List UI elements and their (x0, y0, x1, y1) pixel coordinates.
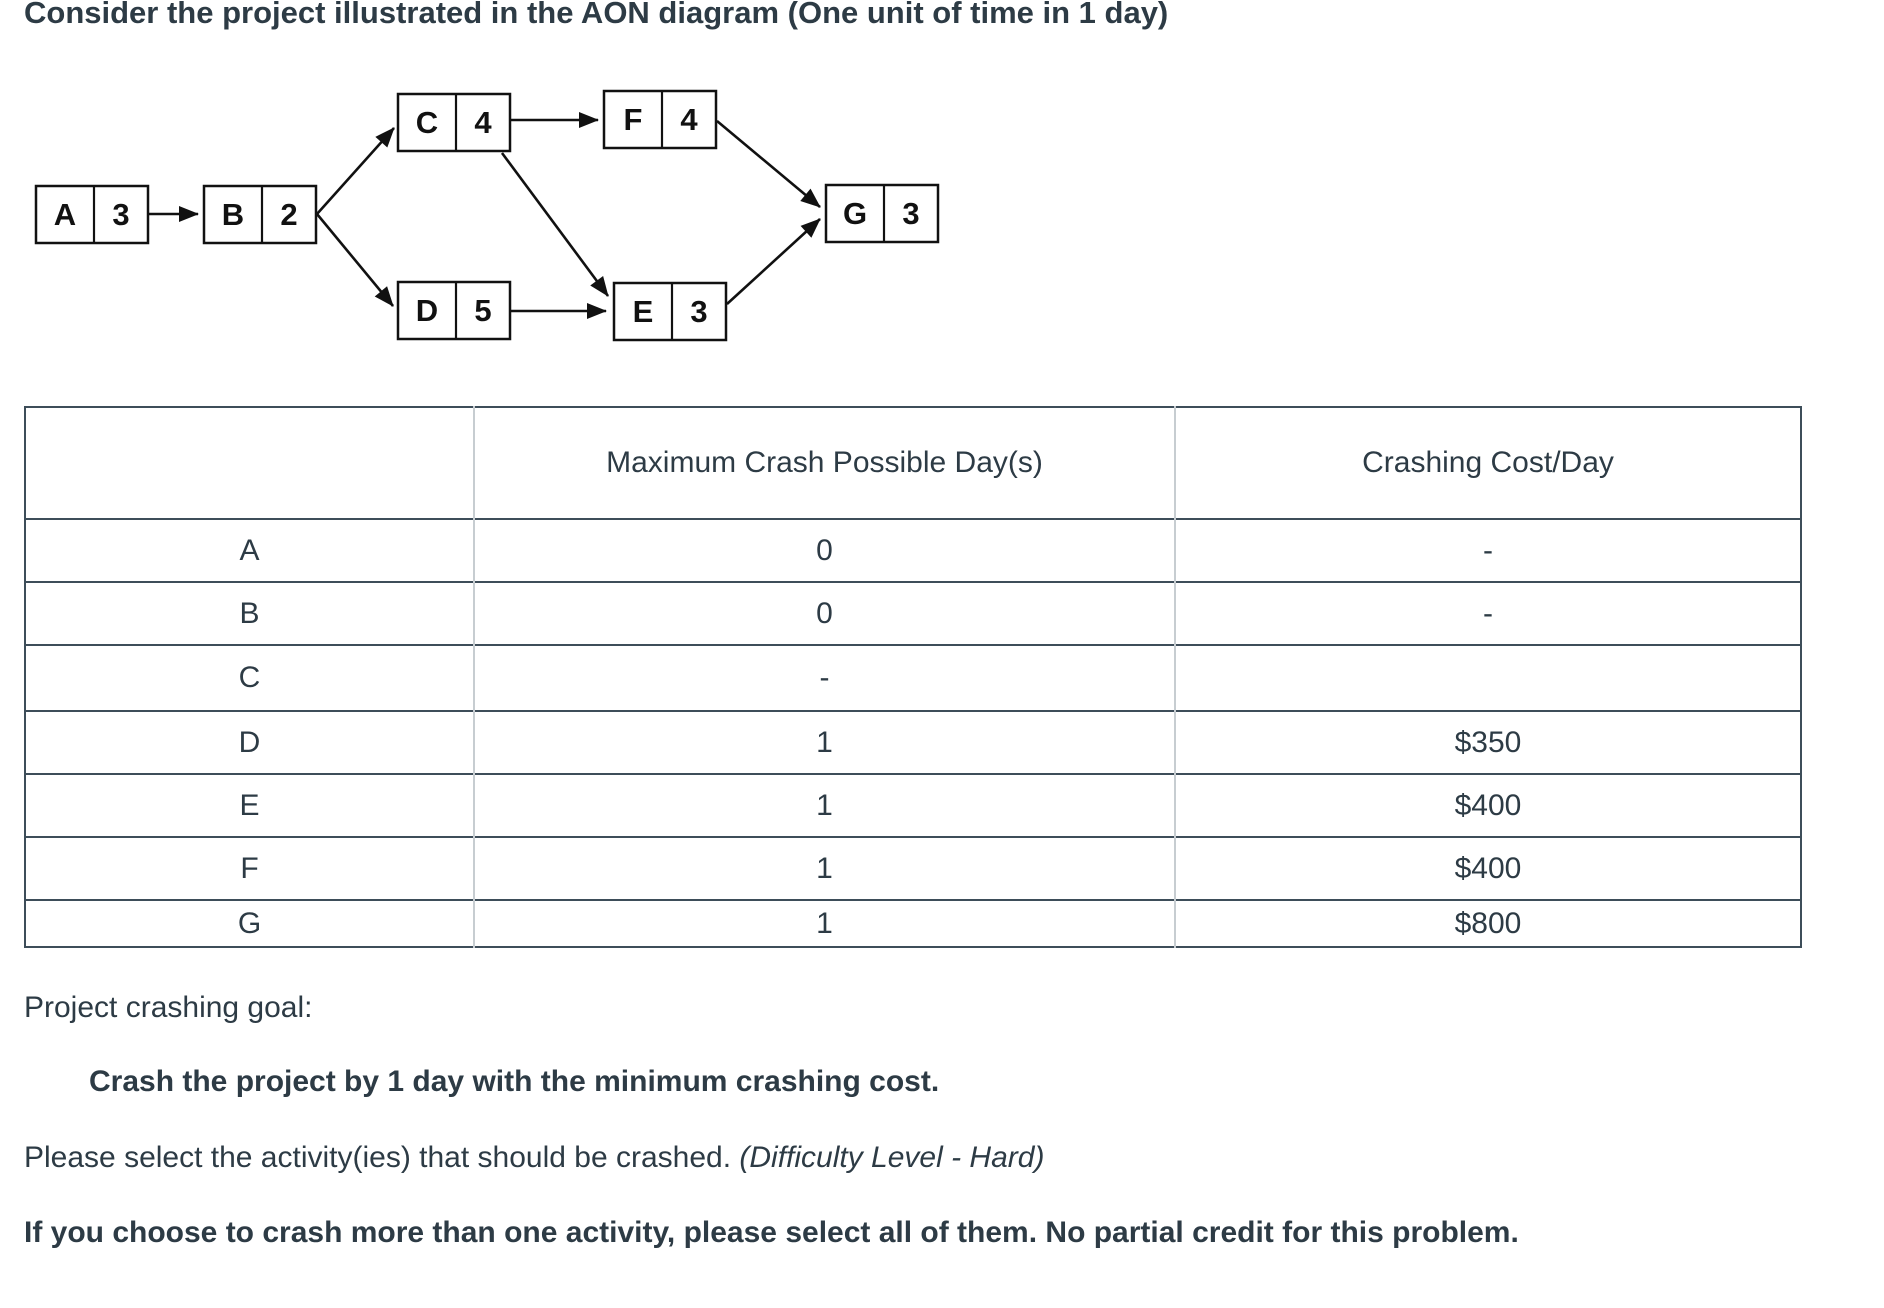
select-instruction-text: Please select the activity(ies) that sho… (24, 1141, 740, 1174)
node-duration: 4 (680, 102, 698, 137)
activity-cell: G (237, 906, 262, 940)
cost-cell: - (1174, 582, 1801, 645)
activity-cell: B (239, 596, 260, 630)
node-duration: 3 (902, 196, 919, 231)
node-duration: 2 (280, 197, 297, 232)
table-row-e: E 1$400 (25, 774, 1801, 837)
cost-cell: - (1174, 519, 1801, 582)
node-duration: 3 (112, 197, 129, 232)
node-label: F (624, 102, 643, 137)
table-row-g: G 1$800 (25, 900, 1801, 947)
node-duration: 4 (474, 105, 492, 140)
table-row-c: C- (25, 645, 1801, 711)
activity-cell: E (239, 788, 260, 822)
max-crash-cell: 0 (473, 582, 1175, 645)
cost-cell: $800 (1174, 900, 1801, 947)
node-label: B (222, 197, 244, 232)
edge-b-d (315, 213, 395, 307)
table-row-a: A 0- (25, 519, 1801, 582)
node-label: E (633, 294, 654, 329)
header-activity (25, 407, 474, 519)
select-instruction: Please select the activity(ies) that sho… (24, 1139, 1044, 1177)
node-label: A (54, 197, 76, 232)
page-title: Consider the project illustrated in the … (24, 0, 1169, 30)
table-header-row: Maximum Crash Possible Day(s) Crashing C… (25, 407, 1801, 519)
max-crash-cell: 1 (473, 711, 1175, 774)
node-label: D (416, 293, 438, 328)
edge-c-e (500, 152, 610, 297)
cost-cell (1174, 645, 1801, 711)
goal-label: Project crashing goal: (24, 991, 313, 1024)
edge-f-g (716, 120, 821, 208)
warning-text: If you choose to crash more than one act… (24, 1216, 1519, 1249)
node-label: G (843, 196, 867, 231)
table-row-d: D 1$350 (25, 711, 1801, 774)
difficulty-level: (Difficulty Level - Hard) (739, 1141, 1045, 1174)
activity-cell: D (238, 725, 261, 759)
activity-cell: A (239, 533, 260, 567)
cost-cell: $400 (1174, 774, 1801, 837)
table-row-f: F 1$400 (25, 837, 1801, 900)
max-crash-cell: 0 (473, 519, 1175, 582)
table-row-b: B 0- (25, 582, 1801, 645)
activity-cell: F (240, 851, 259, 885)
node-duration: 5 (474, 293, 491, 328)
aon-edges (148, 112, 821, 319)
max-crash-cell: 1 (473, 900, 1175, 947)
header-max-crash-days: Maximum Crash Possible Day(s) (473, 407, 1175, 519)
edge-b-c (316, 127, 395, 215)
node-duration: 3 (690, 294, 707, 329)
cost-cell: $350 (1174, 711, 1801, 774)
max-crash-cell: 1 (473, 774, 1175, 837)
edge-e-g (726, 218, 821, 305)
activity-cell: C (238, 661, 261, 694)
max-crash-cell: - (473, 645, 1175, 711)
max-crash-cell: 1 (473, 837, 1175, 900)
goal-detail: Crash the project by 1 day with the mini… (89, 1065, 940, 1098)
cost-cell: $400 (1174, 837, 1801, 900)
node-label: C (416, 105, 438, 140)
header-crashing-cost: Crashing Cost/Day (1174, 407, 1801, 519)
crash-table: Maximum Crash Possible Day(s) Crashing C… (24, 406, 1802, 948)
